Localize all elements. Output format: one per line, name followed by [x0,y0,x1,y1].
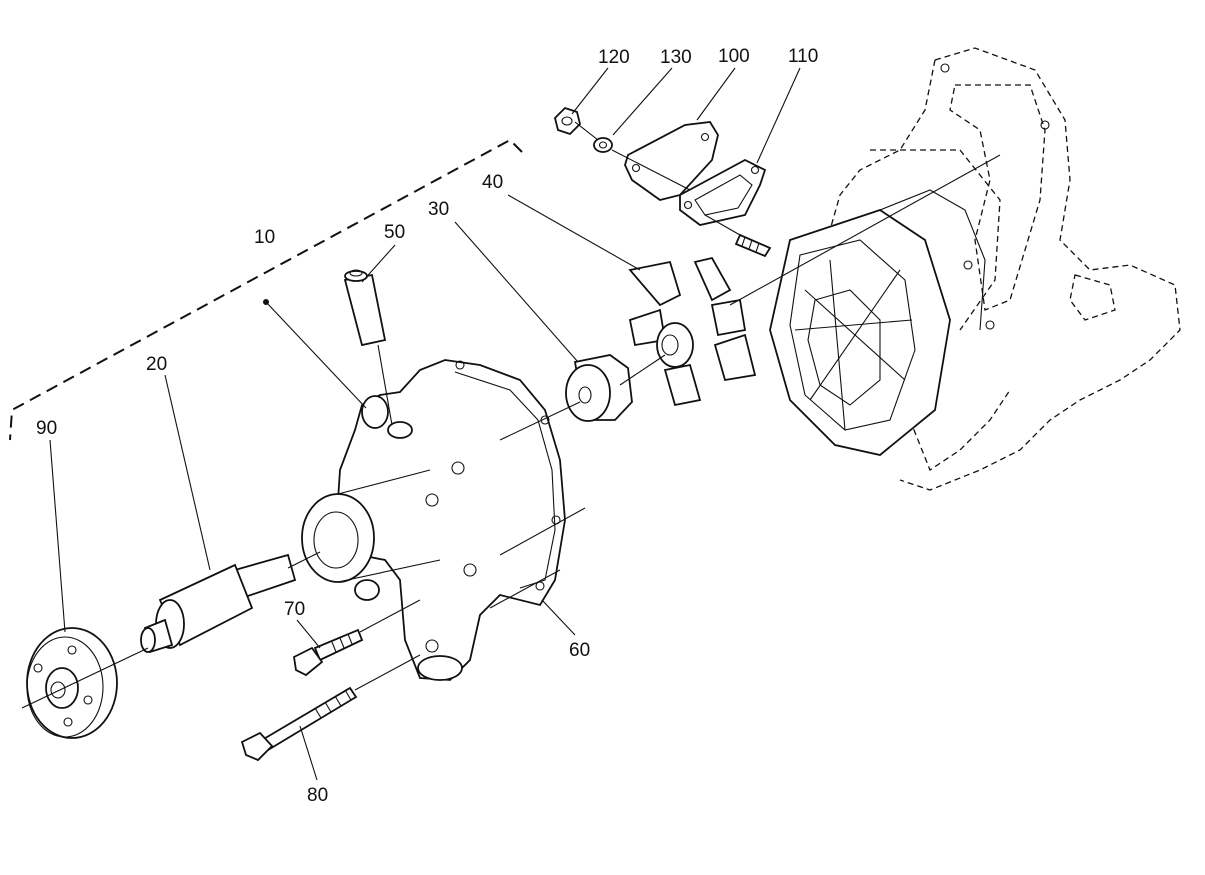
callout-40: 40 [482,172,503,193]
leader-lines [49,67,801,781]
callout-130: 130 [660,47,692,68]
part-60-pump-body [301,359,566,681]
part-50-sleeve [343,269,387,347]
part-130-washer [593,137,613,153]
callout-120: 120 [598,47,630,68]
callout-100: 100 [718,46,750,67]
callout-10: 10 [254,227,275,248]
engine-block [829,47,1181,491]
stud [734,233,772,258]
assembly-10-bracket [9,138,523,441]
callout-20: 20 [146,354,167,375]
callout-70: 70 [284,599,305,620]
callout-80: 80 [307,785,328,806]
part-80-bolt [240,686,358,762]
part-70-bolt [293,628,364,677]
callout-50: 50 [384,222,405,243]
callout-90: 90 [36,418,57,439]
part-110-gasket [679,158,767,226]
callout-110: 110 [788,46,818,67]
pump-housing-cover [769,189,986,456]
part-90-pulley-flange [26,627,118,739]
part-100-cover-plate [624,121,719,201]
callout-60: 60 [569,640,590,661]
part-120-nut [554,106,581,136]
part-30-seal [565,354,633,422]
assembly-axis-lines [21,121,1001,709]
callout-30: 30 [428,199,449,220]
part-40-impeller [628,256,757,407]
callout-labels: 120 130 100 110 40 30 50 10 20 90 70 60 … [36,46,818,806]
part-20-shaft-bearing [140,553,297,654]
